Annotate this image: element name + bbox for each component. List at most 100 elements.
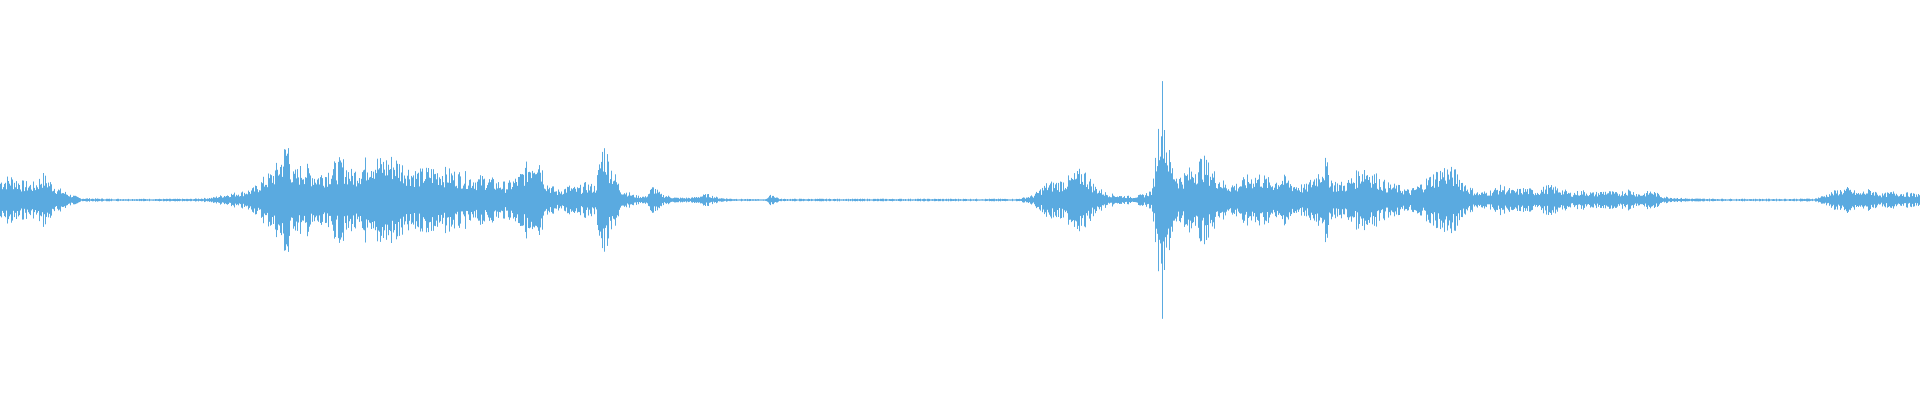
waveform-sample bbox=[1364, 170, 1365, 231]
waveform-sample bbox=[1387, 192, 1388, 208]
waveform-sample bbox=[465, 171, 466, 229]
waveform-sample bbox=[1906, 192, 1907, 208]
waveform-sample bbox=[417, 173, 418, 227]
waveform-sample bbox=[1458, 186, 1459, 214]
waveform-sample bbox=[1735, 199, 1736, 201]
waveform-sample bbox=[1495, 188, 1496, 212]
waveform-sample bbox=[1644, 193, 1645, 207]
waveform-sample bbox=[1771, 199, 1772, 201]
waveform-sample bbox=[425, 179, 426, 221]
waveform-sample bbox=[556, 191, 557, 209]
waveform-sample bbox=[1690, 199, 1691, 201]
waveform-sample bbox=[693, 198, 694, 202]
waveform-sample bbox=[400, 181, 401, 219]
waveform-sample bbox=[434, 174, 435, 226]
waveform-sample bbox=[1189, 167, 1190, 233]
waveform-sample bbox=[54, 188, 55, 212]
waveform-sample bbox=[1812, 198, 1813, 202]
waveform-sample bbox=[1052, 191, 1053, 209]
waveform-sample bbox=[1453, 186, 1454, 214]
waveform-sample bbox=[382, 172, 383, 227]
waveform-sample bbox=[1674, 198, 1675, 202]
waveform-sample bbox=[1466, 190, 1467, 210]
waveform-sample bbox=[1510, 193, 1511, 207]
waveform-sample bbox=[483, 179, 484, 221]
waveform-sample bbox=[857, 198, 858, 202]
waveform-sample bbox=[863, 199, 864, 201]
waveform-sample bbox=[1779, 198, 1780, 202]
waveform-sample bbox=[1174, 179, 1175, 221]
waveform-sample bbox=[983, 199, 984, 201]
waveform-sample bbox=[592, 192, 593, 208]
waveform-sample bbox=[1669, 198, 1670, 202]
waveform-sample bbox=[23, 180, 24, 220]
waveform-sample bbox=[827, 199, 828, 201]
waveform-sample bbox=[777, 197, 778, 203]
waveform-sample bbox=[1204, 155, 1205, 245]
waveform-sample bbox=[1592, 192, 1593, 208]
waveform-sample bbox=[927, 198, 928, 202]
waveform-sample bbox=[1182, 184, 1183, 216]
waveform-sample bbox=[1376, 173, 1377, 227]
waveform-sample bbox=[1516, 191, 1517, 209]
waveform-sample bbox=[593, 191, 594, 209]
waveform-sample bbox=[1894, 193, 1895, 207]
waveform-sample bbox=[1269, 182, 1270, 218]
waveform-sample bbox=[576, 191, 577, 209]
waveform-sample bbox=[100, 199, 101, 201]
waveform-sample bbox=[731, 198, 732, 202]
waveform-sample bbox=[1875, 191, 1876, 209]
waveform-sample bbox=[549, 187, 550, 213]
waveform-sample bbox=[1854, 190, 1855, 210]
waveform-sample bbox=[1228, 189, 1229, 211]
waveform-sample bbox=[1681, 197, 1682, 203]
waveform-sample bbox=[1454, 169, 1455, 231]
waveform-sample bbox=[127, 199, 128, 201]
waveform-sample bbox=[1518, 194, 1519, 206]
waveform-sample bbox=[993, 198, 994, 202]
waveform-sample bbox=[308, 168, 309, 232]
waveform-sample bbox=[1026, 197, 1027, 203]
waveform-sample bbox=[1815, 198, 1816, 202]
waveform-sample bbox=[357, 180, 358, 220]
waveform-sample bbox=[616, 182, 617, 218]
waveform-sample bbox=[813, 199, 814, 201]
waveform-sample bbox=[144, 198, 145, 202]
waveform-sample bbox=[1406, 190, 1407, 209]
waveform-sample bbox=[542, 170, 543, 230]
waveform-sample bbox=[570, 190, 571, 210]
waveform-sample bbox=[1295, 188, 1296, 212]
waveform-sample bbox=[1095, 186, 1096, 214]
waveform-sample bbox=[338, 161, 339, 239]
waveform-sample bbox=[952, 199, 953, 201]
waveform-sample bbox=[794, 198, 795, 202]
waveform-sample bbox=[88, 199, 89, 201]
waveform-sample bbox=[601, 161, 602, 239]
waveform-sample bbox=[959, 199, 960, 201]
waveform-sample bbox=[181, 199, 182, 201]
waveform-sample bbox=[613, 181, 614, 219]
waveform-sample bbox=[256, 186, 257, 215]
waveform-sample bbox=[165, 199, 166, 201]
waveform-sample bbox=[77, 196, 78, 204]
waveform-sample bbox=[523, 174, 524, 226]
waveform-sample bbox=[1571, 196, 1572, 204]
waveform-sample bbox=[101, 198, 102, 202]
waveform-sample bbox=[1795, 199, 1796, 201]
waveform-sample bbox=[1770, 199, 1771, 201]
waveform-sample bbox=[580, 184, 581, 216]
waveform-sample bbox=[936, 199, 937, 201]
waveform-sample bbox=[58, 189, 59, 211]
waveform-sample bbox=[397, 163, 398, 237]
waveform-sample bbox=[309, 173, 310, 227]
waveform-sample bbox=[389, 169, 390, 230]
waveform-sample bbox=[903, 199, 904, 201]
waveform-sample bbox=[464, 183, 465, 217]
waveform-sample bbox=[50, 182, 51, 218]
waveform-sample bbox=[1104, 195, 1105, 205]
waveform-sample bbox=[898, 199, 899, 201]
waveform-sample bbox=[1729, 199, 1730, 201]
waveform-sample bbox=[1143, 194, 1144, 206]
waveform-sample bbox=[640, 197, 641, 203]
waveform-sample bbox=[818, 199, 819, 201]
